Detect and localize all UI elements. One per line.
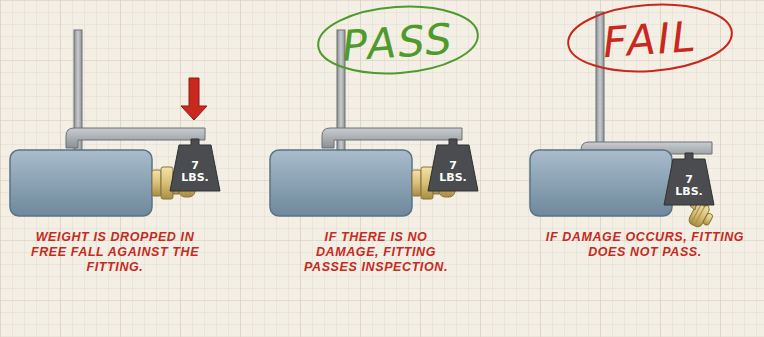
weight-label: 7 LBS. bbox=[180, 146, 210, 184]
stamp-oval bbox=[316, 1, 480, 78]
stamp-oval bbox=[566, 0, 734, 77]
weight-label: 7 LBS. bbox=[674, 160, 704, 198]
drop-arrow bbox=[181, 78, 207, 120]
weight-shape bbox=[664, 153, 714, 205]
caption: WEIGHT IS DROPPED IN FREE FALL AGAINST T… bbox=[25, 230, 205, 275]
test-rig bbox=[270, 1, 480, 216]
test-block bbox=[10, 150, 152, 216]
stamp-oval: FAIL bbox=[568, 5, 732, 76]
test-block bbox=[270, 150, 412, 216]
stamp-text: FAIL bbox=[601, 14, 698, 66]
weight-block: 7 LBS. bbox=[170, 139, 220, 191]
weight-block: 7 LBS. bbox=[428, 139, 478, 191]
weight-block: 7 LBS. bbox=[664, 153, 714, 205]
weight-shape bbox=[170, 139, 220, 191]
weight-label: 7 LBS. bbox=[438, 146, 468, 184]
test-rig bbox=[530, 0, 734, 231]
caption: IF DAMAGE OCCURS, FITTING DOES NOT PASS. bbox=[545, 230, 745, 260]
stamp-oval: PASS bbox=[318, 7, 478, 79]
caption: IF THERE IS NO DAMAGE, FITTING PASSES IN… bbox=[291, 230, 461, 275]
stamp-text: PASS bbox=[341, 16, 456, 70]
test-block bbox=[530, 150, 672, 216]
weight-shape bbox=[428, 139, 478, 191]
broken-fitting bbox=[702, 213, 713, 226]
